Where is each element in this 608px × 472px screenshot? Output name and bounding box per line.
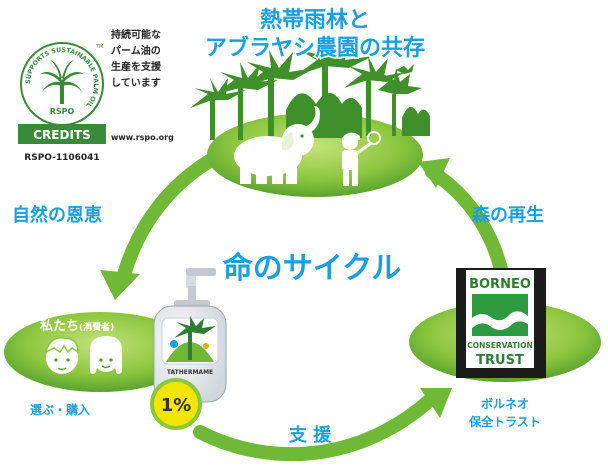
arrow-head-top-right <box>418 158 450 188</box>
bct-logo-line-1: BORNEO <box>469 277 531 292</box>
rspo-statement-line-4: しています <box>111 77 161 89</box>
one-percent-badge: 1% <box>150 378 202 430</box>
arrow-head-left <box>100 270 140 300</box>
rspo-url: www.rspo.org <box>111 133 174 142</box>
borneo-conservation-trust-logo: BORNEO CONSERVATION TRUST <box>456 268 546 378</box>
forest-node <box>190 36 430 197</box>
palm-tree-icon <box>40 60 84 104</box>
rspo-statement-line-1: 持続可能な <box>111 28 161 41</box>
arrow-left-to-right <box>193 393 437 462</box>
bird-icon <box>396 64 414 74</box>
bct-logo-line-3: TRUST <box>476 353 524 368</box>
left-arrow-label: 自然の恩恵 <box>12 204 102 226</box>
title-line-2: アブラヤシ農園の共存 <box>205 35 425 61</box>
cycle-center-title: 命のサイクル <box>223 251 402 286</box>
product-label: TATHERMAME <box>167 369 213 376</box>
rspo-statement-line-3: 生産を支援 <box>111 60 162 73</box>
consumer-node: 私たち(消費者) 選ぶ・購入 <box>4 312 196 417</box>
boy-face-icon <box>44 337 79 374</box>
borneo-caption-line-1: ボルネオ <box>481 396 529 411</box>
rspo-credits-label: CREDITS <box>33 128 91 142</box>
title-block: 熱帯雨林と アブラヤシ農園の共存 <box>203 6 426 63</box>
rspo-tm: TM <box>95 44 103 50</box>
rspo-credits-bar <box>18 124 106 144</box>
child-with-net-icon <box>342 131 381 186</box>
arrow-head-right <box>420 388 452 418</box>
elephant-icon <box>234 106 320 184</box>
rspo-credits-logo: SUPPORTS SUSTAINABLE PALM OIL TM RSPO CR… <box>18 28 174 163</box>
rspo-org-label: RSPO <box>50 107 75 116</box>
bottom-arrow-label: 支 援 <box>288 424 332 446</box>
title-line-1: 熱帯雨林と <box>260 7 370 33</box>
consumer-caption: 選ぶ・購入 <box>30 402 90 417</box>
forest-silhouette <box>190 36 430 140</box>
rspo-statement-line-2: パーム油の <box>111 44 161 57</box>
rspo-id: RSPO-1106041 <box>24 153 99 163</box>
arrow-top-to-left <box>115 143 237 289</box>
consumer-title: 私たち(消費者) <box>40 318 114 334</box>
bct-logo-line-2: CONSERVATION <box>467 341 533 350</box>
girl-face-icon <box>90 336 122 374</box>
right-arrow-label: 森の再生 <box>472 204 544 226</box>
borneo-node: BORNEO CONSERVATION TRUST ボルネオ 保全トラスト <box>409 268 601 429</box>
percent-label: 1% <box>161 395 192 416</box>
bottle-label-art <box>166 316 216 362</box>
product-bottle: TATHERMAME 1% <box>150 268 227 430</box>
borneo-caption-line-2: 保全トラスト <box>468 414 541 429</box>
